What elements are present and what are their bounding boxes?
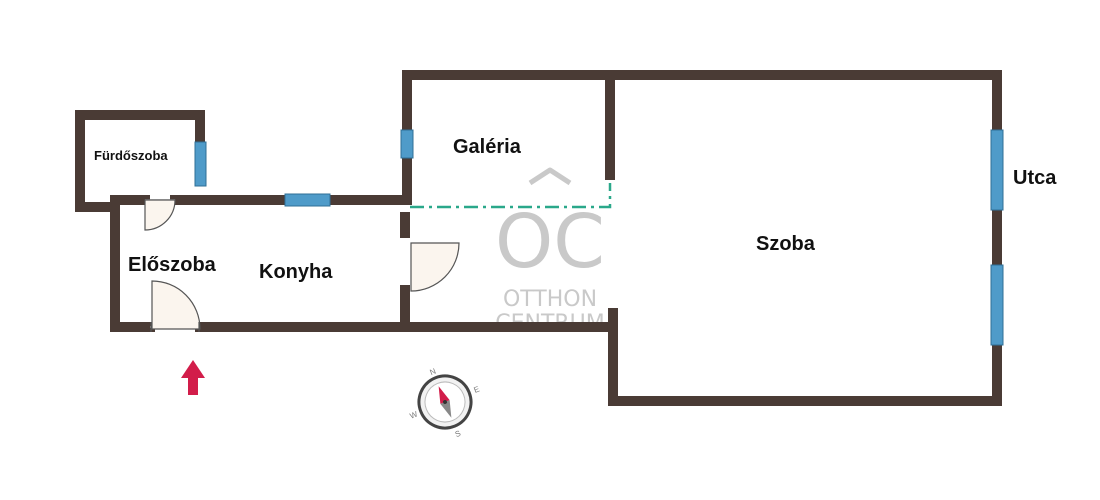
watermark-line1: OTTHON — [503, 287, 597, 312]
window-bathroom — [194, 141, 207, 187]
window-street-lower — [990, 264, 1004, 346]
compass-e: E — [473, 385, 481, 395]
compass-s: S — [454, 429, 462, 439]
room-label-galeria: Galéria — [453, 136, 522, 158]
watermark-monogram: OC — [495, 199, 605, 285]
watermark-roof-icon — [528, 167, 572, 186]
window-gallery — [400, 129, 414, 159]
door-entrance — [150, 280, 201, 332]
room-label-konyha: Konyha — [259, 261, 333, 283]
walls — [75, 70, 1002, 406]
room-label-utca: Utca — [1013, 167, 1057, 189]
doors — [144, 199, 460, 332]
gallery-edge — [410, 183, 612, 209]
compass-icon: N E S W — [408, 367, 481, 440]
watermark: OC OTTHON CENTRUM — [495, 167, 605, 336]
door-kitchen — [410, 242, 460, 292]
room-label-szoba: Szoba — [756, 233, 816, 255]
room-label-eloszoba: Előszoba — [128, 254, 217, 276]
windows — [194, 129, 1004, 346]
window-street-upper — [990, 129, 1004, 211]
room-label-furdoszoba: Fürdőszoba — [94, 148, 168, 163]
door-bathroom — [144, 199, 176, 231]
up-arrow-icon — [181, 360, 205, 395]
compass-w: W — [408, 409, 419, 420]
window-kitchen — [284, 193, 331, 207]
compass-n: N — [428, 367, 437, 378]
